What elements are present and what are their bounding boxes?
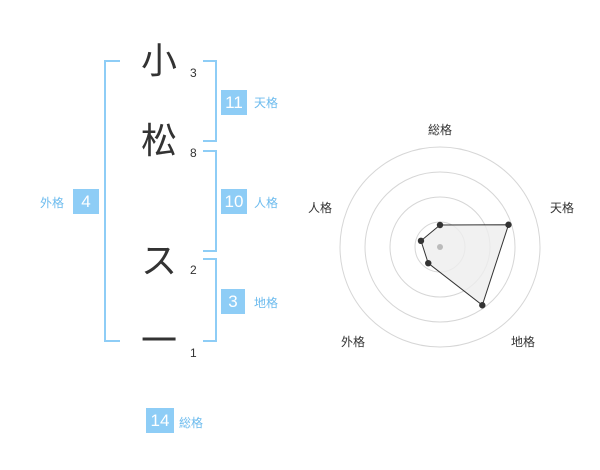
radar-points [417, 221, 512, 309]
radar-point-4 [425, 259, 432, 267]
jinkaku-badge: 10 [221, 189, 247, 214]
radar-series-area [420, 224, 510, 307]
radar-ring-3 [364, 171, 516, 323]
stroke-count-3: 2 [190, 263, 197, 277]
radar-point-1 [436, 221, 444, 229]
gaikaku-label: 外格 [40, 196, 65, 210]
jinkaku-bracket [203, 150, 217, 252]
tenkaku-bracket [203, 60, 217, 142]
name-char-1: 小 [140, 41, 177, 82]
radar-point-2 [505, 221, 512, 228]
radar-center-dot [437, 244, 443, 250]
chikaku-badge: 3 [221, 289, 245, 314]
radar-axis-label-soukaku: 総格 [428, 123, 453, 137]
gaikaku-badge: 4 [73, 189, 99, 214]
name-char-3: ス [140, 241, 177, 282]
stroke-count-4: 1 [190, 346, 197, 360]
radar-axis-label-chikaku: 地格 [511, 335, 536, 349]
tenkaku-label: 天格 [254, 96, 279, 110]
radar-axis-label-gaikaku: 外格 [341, 335, 366, 349]
chikaku-label: 地格 [254, 296, 279, 310]
outer-bracket [104, 60, 120, 342]
radar-axis-label-tenkaku: 天格 [550, 201, 575, 215]
radar-ring-4 [339, 146, 541, 348]
radar-point-3 [479, 302, 486, 309]
soukaku-badge: 14 [146, 408, 174, 433]
name-char-4: 一 [140, 321, 177, 362]
radar-point-5 [417, 237, 425, 245]
tenkaku-badge: 11 [221, 90, 247, 115]
stroke-count-1: 3 [190, 66, 197, 80]
stroke-count-2: 8 [190, 146, 197, 160]
chikaku-bracket [203, 258, 217, 342]
soukaku-label: 総格 [179, 416, 204, 430]
radar-axis-label-jinkaku: 人格 [308, 201, 333, 215]
name-char-2: 松 [140, 121, 177, 162]
jinkaku-label: 人格 [254, 196, 279, 210]
